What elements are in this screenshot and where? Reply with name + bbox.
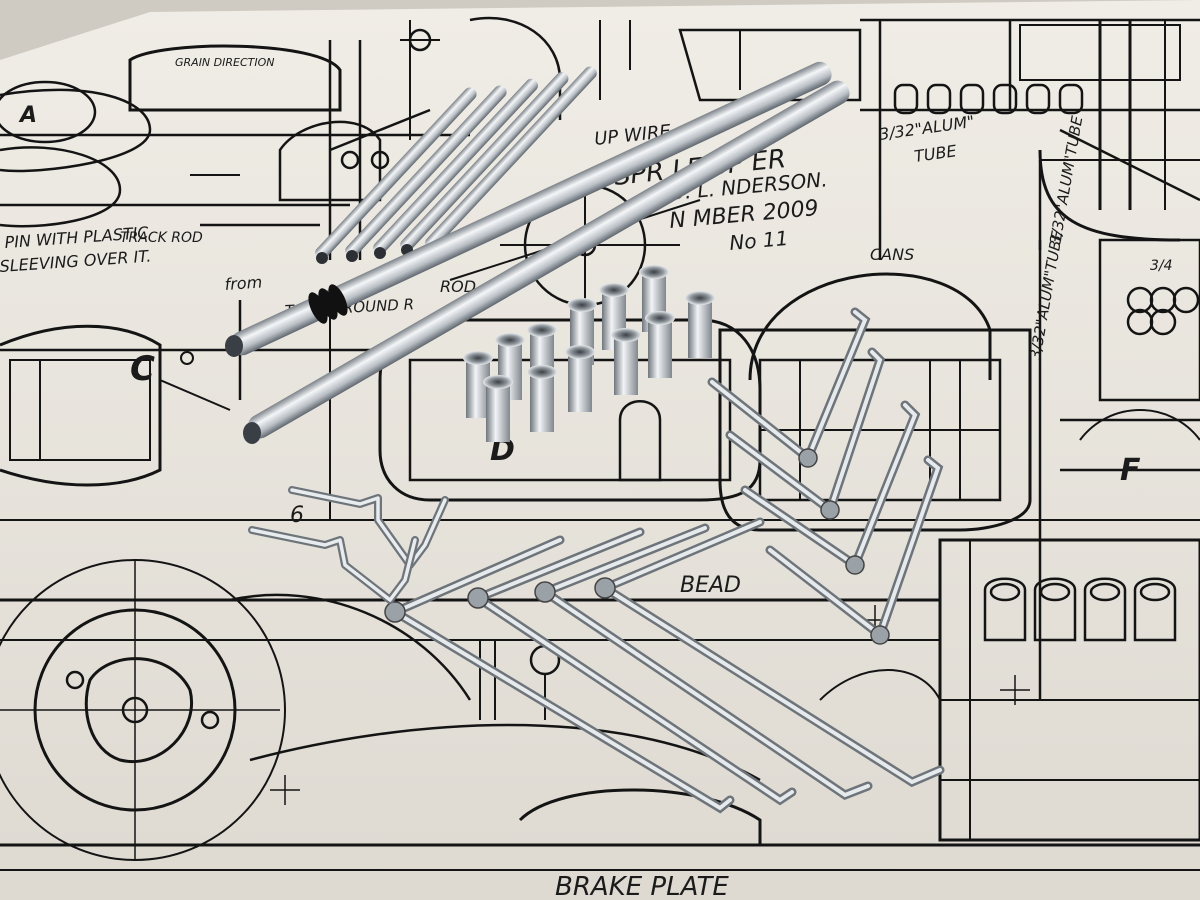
label-cans: CANS [870,245,914,264]
label-six: 6 [290,503,304,528]
bent-rod [707,307,871,468]
label-quarter: 3/4 [1150,258,1173,274]
blueprint-drawing [0,16,1200,871]
label-grain-direction: GRAIN DIRECTION [175,56,275,69]
bent-rod [765,455,944,645]
bent-rod [740,400,921,575]
bent-rod-group-bottom [384,517,945,814]
ferrule [685,291,715,358]
label-from: from [224,272,263,294]
bent-rod [594,517,945,788]
ferrule-group [463,265,715,442]
label-brake-plate: BRAKE PLATE [555,872,729,900]
ferrule [565,345,595,412]
label-f: F [1120,453,1141,488]
bent-rod [467,527,797,806]
ferrule [483,375,513,442]
long-tube [243,80,850,444]
ferrule [611,328,641,395]
label-number: No 11 [728,226,789,255]
bent-rod-group-right [707,307,944,645]
thin-tube-bundle [315,66,597,264]
label-rod: ROD [440,277,476,296]
label-track-rod: TRACK ROD [120,230,203,246]
bent-rod [534,523,873,801]
label-c: C [130,349,155,389]
label-bead: BEAD [680,573,741,598]
long-tube-with-o-rings [225,61,832,357]
label-a: A [18,103,37,128]
ferrule [645,311,675,378]
bent-rod [384,535,735,814]
crank-wire-group [248,486,449,604]
bent-rod [725,347,886,520]
ferrule [527,365,557,432]
